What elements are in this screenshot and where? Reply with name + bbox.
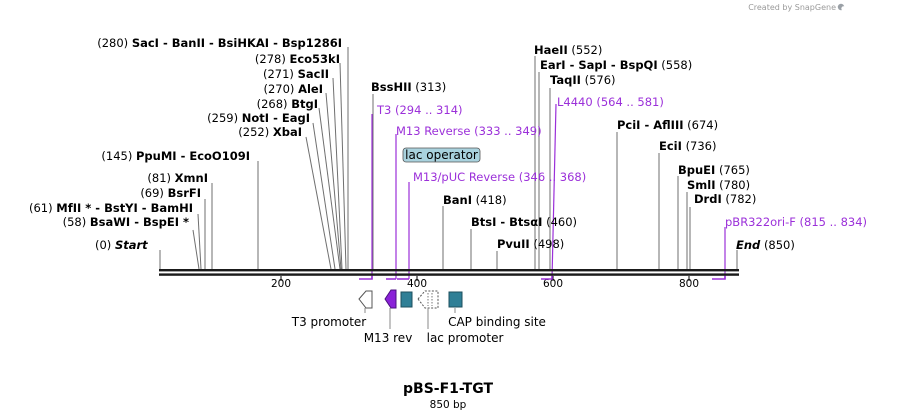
site-noti: (259) NotI - EagI [207, 111, 310, 125]
site-eari: EarI - SapI - BspQI (558) [540, 58, 692, 72]
site-haeii: HaeII (552) [534, 43, 602, 57]
lac-promoter-label: lac promoter [427, 331, 504, 345]
primer-l4440: L4440 (564 .. 581) [557, 95, 664, 109]
tick-label-400: 400 [407, 278, 427, 290]
site-bsshii: BssHII (313) [371, 80, 446, 94]
site-sacII: (271) SacII [263, 67, 329, 81]
site-eco53ki: (278) Eco53kI [255, 52, 340, 66]
site-taqii: TaqII (576) [550, 73, 616, 87]
site-sacI: (280) SacI - BanII - BsiHKAI - Bsp1286I [97, 36, 342, 50]
site-pvuii: PvuII (498) [497, 237, 564, 251]
site-ecii: EciI (736) [659, 139, 717, 153]
site-xbai: (252) XbaI [238, 125, 302, 139]
t3-promoter-arrow-icon[interactable] [358, 290, 373, 309]
site-pcii: PciI - AflIII (674) [617, 118, 718, 132]
site-bani: BanI (418) [443, 193, 507, 207]
site-drdi: DrdI (782) [694, 192, 756, 206]
cap-binding-site-icon[interactable] [448, 291, 463, 308]
map-title: pBS-F1-TGT 850 bp [403, 381, 493, 411]
tick-label-800: 800 [679, 278, 699, 290]
plasmid-name: pBS-F1-TGT [403, 381, 493, 397]
left-enzyme-labels: (280) SacI - BanII - BsiHKAI - Bsp1286I … [29, 36, 342, 252]
site-ppumi: (145) PpuMI - EcoO109I [101, 149, 250, 163]
site-bsrfi: (69) BsrFI [140, 186, 201, 200]
tick-label-200: 200 [271, 278, 291, 290]
primer-m13-puc-reverse: M13/pUC Reverse (346 .. 368) [413, 170, 586, 184]
cut-site-leaders [159, 47, 738, 270]
lac-promoter-arrow-icon[interactable] [417, 290, 439, 309]
end-label: End (850) [736, 238, 795, 252]
primer-binding-marks [359, 276, 726, 280]
t3-promoter-label: T3 promoter [291, 315, 367, 329]
site-btgi: (268) BtgI [257, 97, 318, 111]
snapgene-watermark: Created by SnapGene [748, 3, 846, 12]
right-enzyme-labels: BssHII (313) HaeII (552) EarI - SapI - B… [371, 43, 795, 252]
site-bsawi: (58) BsaWI - BspEI * [63, 215, 189, 229]
site-bpuei: BpuEI (765) [678, 163, 750, 177]
m13-rev-label: M13 rev [364, 331, 413, 345]
lac-operator-feature-icon[interactable] [400, 291, 413, 308]
lac-operator-label: lac operator [405, 148, 478, 162]
watermark-text: Created by SnapGene [748, 3, 836, 12]
sequence-backbone [159, 269, 739, 276]
site-alei: (270) AleI [263, 82, 323, 96]
m13-rev-arrow-icon[interactable] [384, 289, 397, 309]
lac-operator-box[interactable]: lac operator [402, 147, 481, 163]
cap-binding-site-label: CAP binding site [448, 315, 546, 329]
ruler: 200 400 600 800 [271, 276, 699, 290]
site-mfli: (61) MfII * - BstYI - BamHI [29, 201, 193, 215]
tick-label-600: 600 [543, 278, 563, 290]
feature-track: T3 promoter CAP binding site M13 rev lac… [291, 289, 546, 345]
primer-pbr322ori-f: pBR322ori-F (815 .. 834) [725, 215, 867, 229]
primer-t3: T3 (294 .. 314) [376, 103, 463, 117]
site-xmni: (81) XmnI [147, 171, 208, 185]
plasmid-size: 850 bp [430, 399, 467, 411]
snapgene-logo-icon [837, 3, 846, 11]
site-smli: SmlI (780) [687, 178, 750, 192]
primer-labels: T3 (294 .. 314) M13 Reverse (333 .. 349)… [376, 95, 867, 229]
start-label: (0) Start [95, 238, 148, 252]
site-btsi: BtsI - BtsαI (460) [471, 215, 577, 229]
primer-m13-reverse: M13 Reverse (333 .. 349) [396, 124, 542, 138]
